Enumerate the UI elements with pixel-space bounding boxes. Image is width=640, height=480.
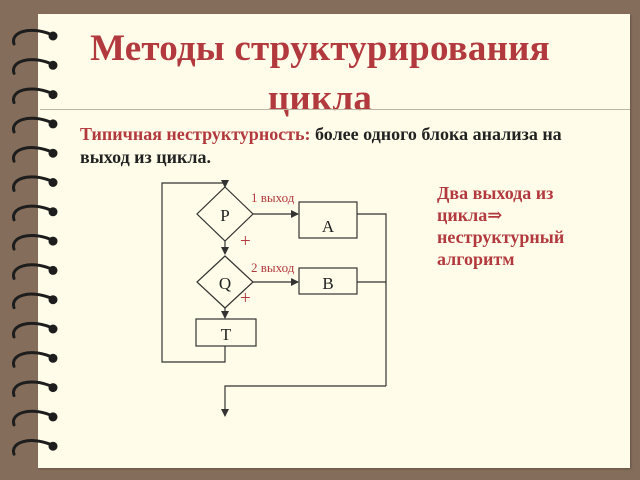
- binding-hole: [48, 178, 58, 187]
- decision-q-label: Q: [219, 274, 231, 293]
- block-t: [195, 318, 257, 347]
- binding-hole: [48, 31, 58, 41]
- binding-hole: [48, 148, 58, 158]
- decision-p-label: P: [220, 206, 229, 225]
- binding-ring: [12, 409, 52, 427]
- binding-ring: [12, 175, 52, 192]
- binding-ring: [12, 292, 52, 310]
- binding-hole: [48, 90, 58, 100]
- slide-title: Методы структурирования цикла: [90, 28, 550, 119]
- binding-ring: [12, 263, 52, 280]
- binding-hole: [48, 441, 58, 451]
- title-divider: [40, 109, 630, 110]
- binding-hole: [48, 412, 58, 422]
- common-exit-arrow: [221, 385, 386, 417]
- block-b-label: B: [322, 274, 333, 293]
- exit-1-label: 1 выход: [251, 190, 295, 205]
- binding-ring: [12, 28, 52, 46]
- exit-a-line: [357, 213, 387, 386]
- decision-q-diamond: [196, 255, 254, 309]
- binding-ring: [12, 116, 52, 134]
- subtitle-text: более одного блока анализа на выход из ц…: [80, 124, 562, 167]
- slide-subtitle: Типичная неструктурность: более одного б…: [80, 123, 580, 169]
- binding-ring: [12, 351, 52, 368]
- binding-ring: [12, 87, 52, 105]
- notebook-page: [38, 14, 630, 468]
- plus-1-label: +: [240, 231, 251, 252]
- binding-hole: [48, 383, 58, 393]
- binding-hole: [48, 236, 58, 246]
- binding-ring: [12, 204, 52, 222]
- binding-ring: [12, 380, 52, 398]
- binding-hole: [48, 353, 58, 363]
- side-note: Два выхода из цикла⇒ неструктурный алгор…: [437, 183, 565, 269]
- block-a-label: A: [322, 217, 335, 236]
- binding-hole: [48, 60, 58, 70]
- block-t-label: T: [221, 325, 232, 344]
- binding-hole: [48, 207, 58, 217]
- binding-hole: [48, 265, 58, 275]
- binding-hole: [48, 295, 58, 305]
- decision-p-diamond: [196, 186, 254, 242]
- binding-ring: [12, 58, 52, 75]
- binding-hole: [48, 119, 58, 129]
- loop-back-line: [161, 182, 226, 363]
- binding-ring: [12, 321, 52, 339]
- binding-ring: [12, 234, 52, 251]
- block-a: [298, 201, 358, 239]
- exit-2-label: 2 выход: [251, 260, 295, 275]
- block-b: [298, 267, 358, 295]
- binding-ring: [12, 146, 52, 163]
- binding-ring: [12, 439, 52, 456]
- binding-hole: [48, 324, 58, 334]
- notebook-spiral: [12, 28, 58, 456]
- plus-2-label: +: [240, 288, 251, 309]
- subtitle-accent: Типичная неструктурность:: [80, 124, 311, 144]
